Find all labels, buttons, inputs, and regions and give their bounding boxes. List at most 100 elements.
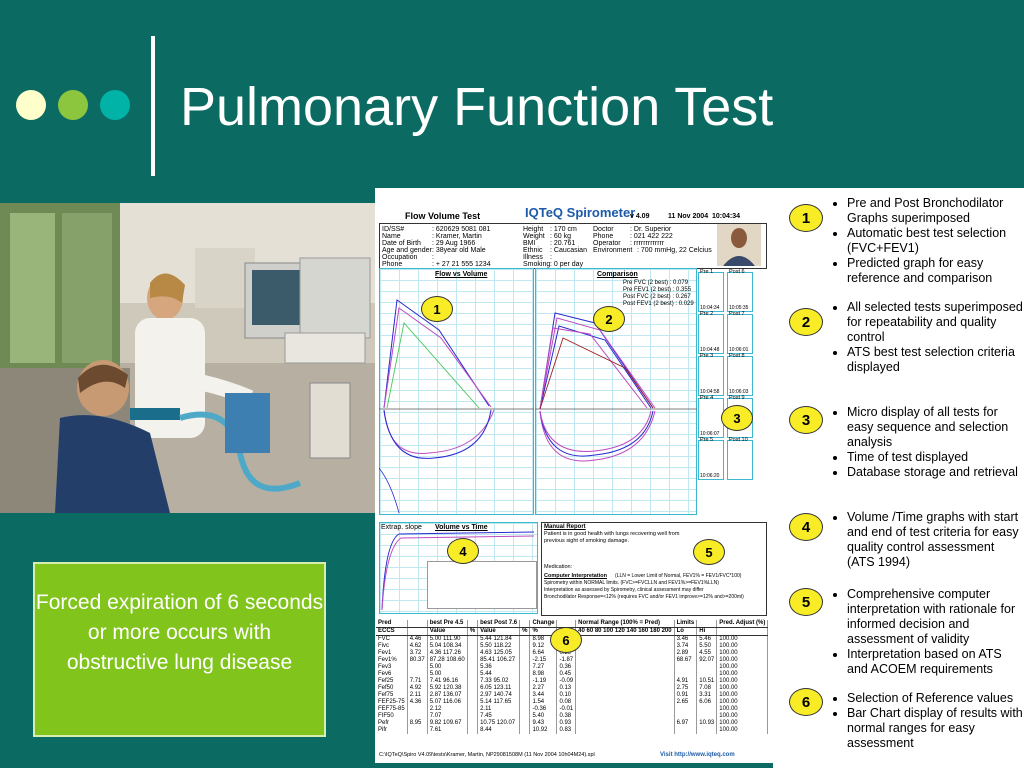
table-cell xyxy=(575,685,675,692)
table-cell: 4.36 117.26 xyxy=(427,650,468,657)
mini-time: 10:06:03 xyxy=(729,389,749,395)
report-date: 11 Nov 2004 xyxy=(668,213,709,220)
table-cell: 7.08 xyxy=(696,685,718,692)
table-cell: -1.87 xyxy=(556,657,577,664)
feature-badge-5: 5 xyxy=(789,588,823,616)
volume-time-curves xyxy=(381,531,535,611)
mini-test-thumb[interactable] xyxy=(727,314,753,354)
table-cell xyxy=(674,664,698,671)
feature-badge-2: 2 xyxy=(789,308,823,336)
table-cell xyxy=(674,671,698,678)
table-cell: 5.00 xyxy=(427,664,468,671)
table-cell: 7.71 xyxy=(407,678,428,685)
patient-name: : Kramer, Martin xyxy=(432,233,482,240)
mini-test-thumb[interactable] xyxy=(727,272,753,312)
table-cell: 100.00 xyxy=(716,720,769,727)
table-cell: 10.93 xyxy=(696,720,718,727)
feature-item: Interpretation based on ATS and ACOEM re… xyxy=(847,647,1024,677)
table-cell: 0.08 xyxy=(556,699,577,706)
table-cell xyxy=(575,713,675,720)
mini-test-thumb[interactable] xyxy=(727,356,753,396)
table-cell: Pred. Adjust (%) xyxy=(716,620,769,628)
mini-test-thumb[interactable] xyxy=(727,440,753,480)
table-cell: Fef25 xyxy=(376,678,408,685)
table-cell: % xyxy=(519,627,531,636)
mini-test-thumb[interactable] xyxy=(698,272,724,312)
table-cell: Hi xyxy=(696,627,718,636)
table-cell: % xyxy=(467,627,479,636)
table-cell: 100.00 xyxy=(716,643,769,650)
table-cell: 10.51 xyxy=(696,678,718,685)
table-cell xyxy=(696,620,718,628)
table-cell: 4.62 xyxy=(407,643,428,650)
mini-test-thumb[interactable] xyxy=(698,356,724,396)
table-cell: 7.41 96.16 xyxy=(427,678,468,685)
table-cell: 100.00 xyxy=(716,727,769,734)
table-cell: 2.89 xyxy=(674,650,698,657)
comparison-legend-2: Pre FEV1 (2 best) : 0.355 xyxy=(623,287,692,293)
mini-label: Pre 3 xyxy=(700,353,714,359)
table-cell: Lo xyxy=(674,627,698,636)
table-cell xyxy=(696,706,718,713)
mini-time: 10:04:48 xyxy=(700,347,720,353)
table-cell: Change xyxy=(529,620,558,628)
table-cell: Fev1% xyxy=(376,657,408,664)
report-time: 10:04:34 xyxy=(712,213,741,220)
footer-path: C:\IQTeQ\Spiro V4.09\tests\Kramer, Marti… xyxy=(379,752,595,758)
table-cell: -2.15 xyxy=(529,657,558,664)
table-cell xyxy=(467,685,479,692)
graph3-title: Volume vs Time xyxy=(435,524,488,531)
mini-label: Pre 1 xyxy=(700,269,714,275)
table-cell: -1.19 xyxy=(529,678,558,685)
feature-item: Predicted graph for easy reference and c… xyxy=(847,256,1024,286)
table-cell: Normal Range (100% = Pred) xyxy=(575,620,675,628)
graph2-title: Comparison xyxy=(597,271,638,278)
table-cell xyxy=(519,635,531,643)
table-cell: 2.11 xyxy=(407,692,428,699)
table-cell xyxy=(519,692,531,699)
table-cell: Fev3 xyxy=(376,664,408,671)
flow-volume-curves xyxy=(379,299,534,514)
table-cell: 85.41 106.27 xyxy=(477,657,521,664)
dot-icon xyxy=(16,90,46,120)
table-cell xyxy=(575,699,675,706)
table-cell: 7.33 95.02 xyxy=(477,678,521,685)
table-cell xyxy=(575,664,675,671)
interpretation-line: Spirometry within NORMAL limits. (FVC>=F… xyxy=(544,580,719,586)
table-cell: FVC xyxy=(376,635,408,643)
table-cell: 100.00 xyxy=(716,657,769,664)
mini-test-thumb[interactable] xyxy=(698,440,724,480)
mini-label: Post 10 xyxy=(729,437,748,443)
comparison-legend-3: Post FVC (2 best) : 0.267 xyxy=(623,294,691,300)
mini-test-thumb[interactable] xyxy=(698,314,724,354)
table-cell: 5.92 120.38 xyxy=(427,685,468,692)
report-version: v 4.09 xyxy=(630,213,650,220)
dot-icon xyxy=(58,90,88,120)
feature-item: Pre and Post Bronchodilator Graphs super… xyxy=(847,196,1024,226)
table-cell: 9.82 109.67 xyxy=(427,720,468,727)
patient-name-label: Name xyxy=(382,233,401,240)
table-cell: 5.40 xyxy=(529,713,558,720)
table-cell: 4.63 125.05 xyxy=(477,650,521,657)
table-cell xyxy=(467,643,479,650)
footer-link[interactable]: Visit http://www.iqteq.com xyxy=(660,752,735,758)
mini-time: 10:06:07 xyxy=(700,431,720,437)
doctor-phone: : 021 422 222 xyxy=(630,233,673,240)
table-cell xyxy=(407,627,428,636)
table-cell xyxy=(519,685,531,692)
table-cell: 7.45 xyxy=(477,713,521,720)
table-cell: Fev1 xyxy=(376,650,408,657)
table-cell xyxy=(467,692,479,699)
table-cell: Pifr xyxy=(376,727,408,734)
graph3-subtitle: Extrap. slope xyxy=(381,524,422,531)
table-cell: FEF25-75 xyxy=(376,699,408,706)
table-cell: 5.44 xyxy=(477,671,521,678)
table-cell: Fef75 xyxy=(376,692,408,699)
smoking-label: Smoking xyxy=(523,261,551,268)
mini-label: Post 7 xyxy=(729,311,745,317)
operator-value: : rrrrrrrrrrrrr xyxy=(630,240,665,247)
